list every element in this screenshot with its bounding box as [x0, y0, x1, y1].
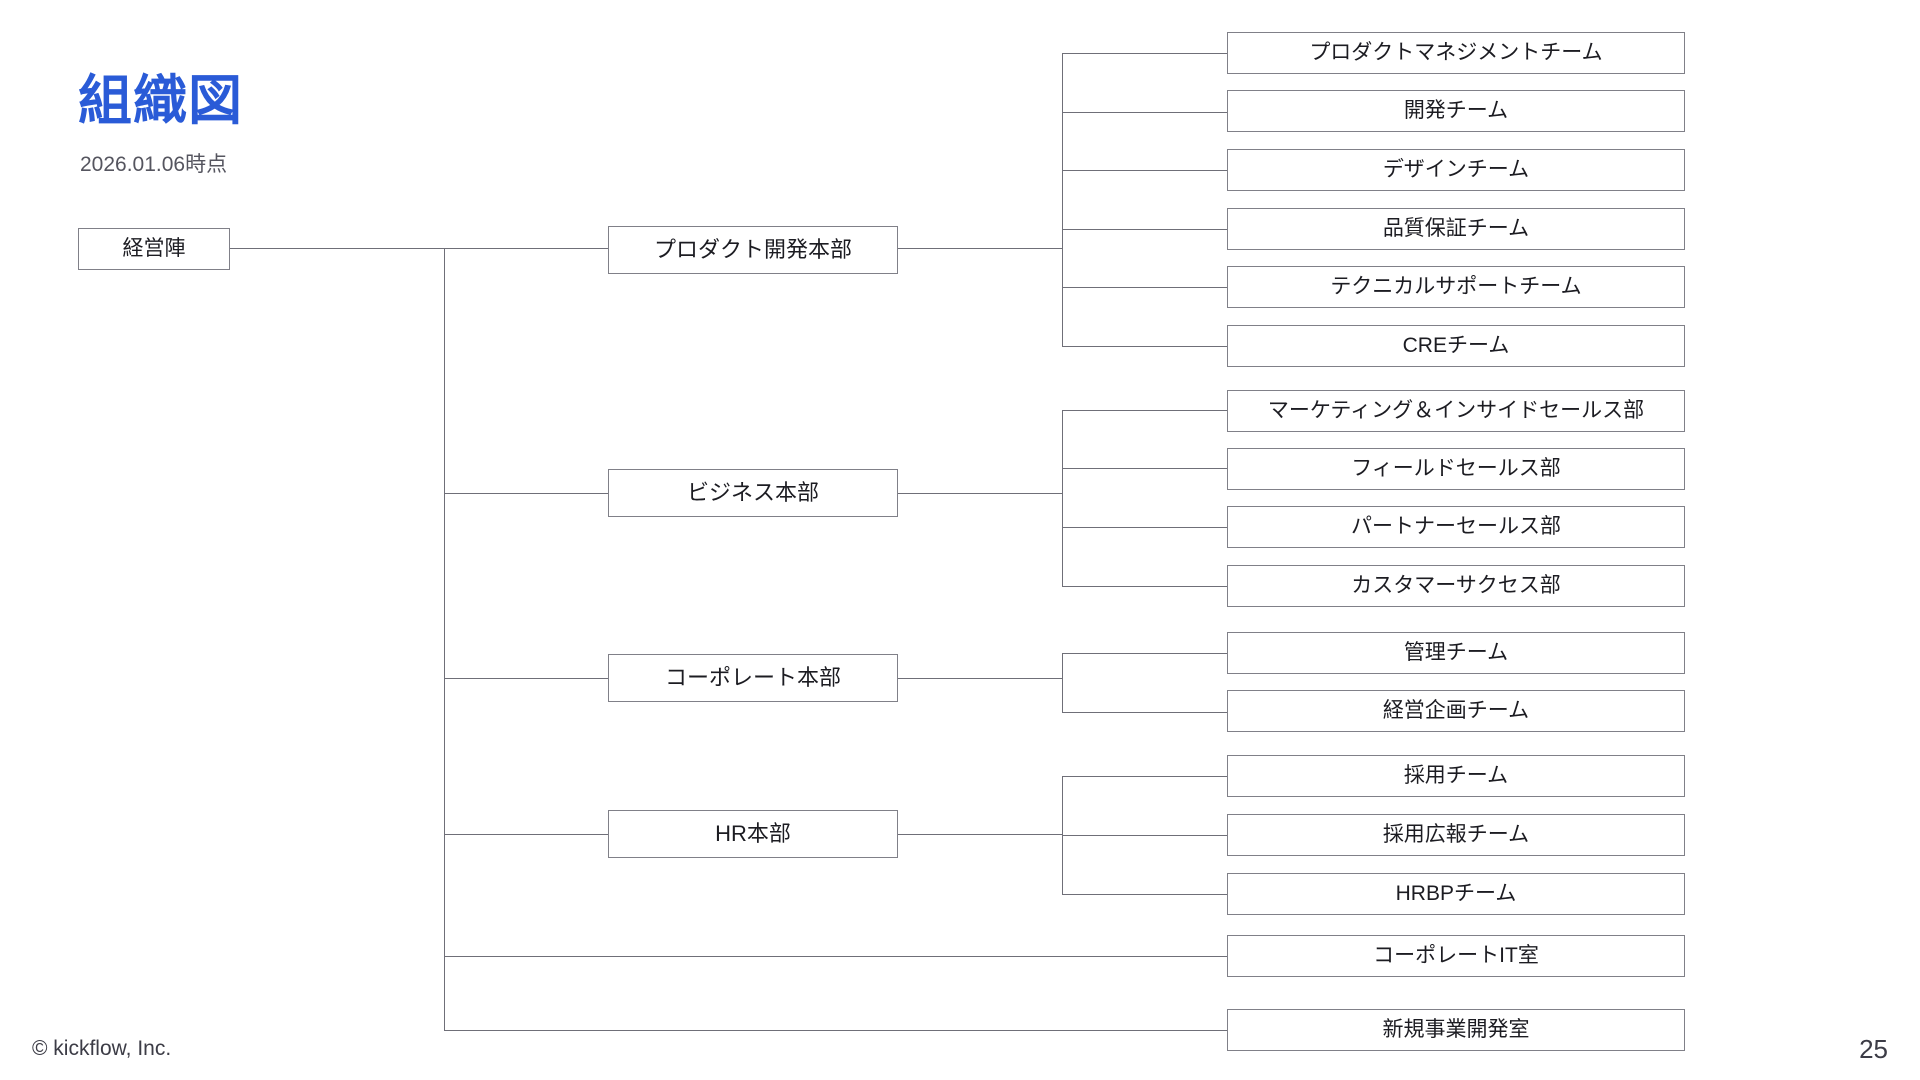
node-unit-partner-sales[interactable]: パートナーセールス部	[1227, 506, 1685, 548]
connector-division-4-stem	[898, 834, 1062, 835]
connector-trunk-to-division-4	[444, 834, 608, 835]
connector-division-1-child-3	[1062, 170, 1227, 171]
connector-division-4-child-3	[1062, 894, 1227, 895]
connector-division-1-child-2	[1062, 112, 1227, 113]
connector-division-1-child-4	[1062, 229, 1227, 230]
connector-division-1-child-1	[1062, 53, 1227, 54]
connector-division-3-child-2	[1062, 712, 1227, 713]
node-unit-field-sales[interactable]: フィールドセールス部	[1227, 448, 1685, 490]
connector-division-1-child-5	[1062, 287, 1227, 288]
connector-division-1-child-6	[1062, 346, 1227, 347]
connector-division-3-spine	[1062, 653, 1063, 713]
connector-division-4-child-2	[1062, 835, 1227, 836]
connector-division-1-stem	[898, 248, 1062, 249]
node-unit-marketing-inside-sales[interactable]: マーケティング＆インサイドセールス部	[1227, 390, 1685, 432]
connector-division-2-spine	[1062, 410, 1063, 586]
connector-division-4-child-1	[1062, 776, 1227, 777]
connector-division-3-stem	[898, 678, 1062, 679]
node-team-product-management[interactable]: プロダクトマネジメントチーム	[1227, 32, 1685, 74]
node-team-development[interactable]: 開発チーム	[1227, 90, 1685, 132]
connector-main-trunk	[444, 248, 445, 1030]
node-team-quality-assurance[interactable]: 品質保証チーム	[1227, 208, 1685, 250]
node-unit-corporate-it[interactable]: コーポレートIT室	[1227, 935, 1685, 977]
node-team-corporate-planning[interactable]: 経営企画チーム	[1227, 690, 1685, 732]
connector-root-to-trunk	[230, 248, 445, 249]
connector-trunk-to-direct-1	[444, 956, 1227, 957]
node-team-recruiting[interactable]: 採用チーム	[1227, 755, 1685, 797]
node-team-recruiting-pr[interactable]: 採用広報チーム	[1227, 814, 1685, 856]
as-of-date-label: 2026.01.06時点	[80, 153, 228, 176]
node-division-hr[interactable]: HR本部	[608, 810, 898, 858]
connector-division-3-child-1	[1062, 653, 1227, 654]
connector-division-2-child-3	[1062, 527, 1227, 528]
node-team-technical-support[interactable]: テクニカルサポートチーム	[1227, 266, 1685, 308]
connector-trunk-to-division-3	[444, 678, 608, 679]
connector-division-2-child-4	[1062, 586, 1227, 587]
node-unit-customer-success[interactable]: カスタマーサクセス部	[1227, 565, 1685, 607]
node-division-corporate[interactable]: コーポレート本部	[608, 654, 898, 702]
connector-trunk-to-direct-2	[444, 1030, 1227, 1031]
node-unit-new-business-development[interactable]: 新規事業開発室	[1227, 1009, 1685, 1051]
connector-trunk-to-division-1	[444, 248, 608, 249]
copyright-label: © kickflow, Inc.	[32, 1037, 172, 1060]
node-team-hrbp[interactable]: HRBPチーム	[1227, 873, 1685, 915]
connector-division-2-child-1	[1062, 410, 1227, 411]
page-number: 25	[1859, 1034, 1888, 1064]
node-division-product[interactable]: プロダクト開発本部	[608, 226, 898, 274]
page-title: 組織図	[78, 71, 243, 131]
connector-division-1-spine	[1062, 53, 1063, 346]
connector-division-2-child-2	[1062, 468, 1227, 469]
node-team-administration[interactable]: 管理チーム	[1227, 632, 1685, 674]
connector-trunk-to-division-2	[444, 493, 608, 494]
connector-division-2-stem	[898, 493, 1062, 494]
node-team-cre[interactable]: CREチーム	[1227, 325, 1685, 367]
node-team-design[interactable]: デザインチーム	[1227, 149, 1685, 191]
node-division-business[interactable]: ビジネス本部	[608, 469, 898, 517]
node-executive-team[interactable]: 経営陣	[78, 228, 230, 270]
